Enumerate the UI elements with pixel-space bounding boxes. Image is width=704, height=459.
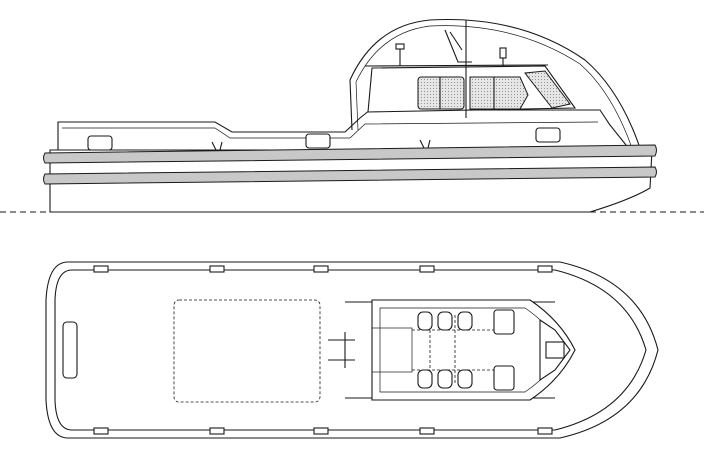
deck-hatch <box>173 299 321 403</box>
bollard-box <box>305 133 331 149</box>
helm <box>545 341 565 359</box>
cabin-window-2 <box>469 76 529 110</box>
radar-arch <box>349 18 641 149</box>
top-view <box>45 261 659 439</box>
windshield <box>524 70 571 109</box>
bulwark <box>57 109 631 151</box>
seats <box>417 309 515 391</box>
bollards <box>93 265 553 435</box>
side-view <box>0 18 704 213</box>
searchlight-icon <box>499 47 507 59</box>
cleats <box>211 139 431 151</box>
cabin-window-1 <box>417 76 465 110</box>
companionway <box>371 327 413 373</box>
upper-fender <box>43 144 657 164</box>
stern-seat <box>62 321 78 379</box>
bollard-box <box>535 127 561 143</box>
bollard-box <box>87 135 113 151</box>
lower-fender <box>43 166 657 185</box>
tow-post <box>328 332 355 368</box>
hull <box>49 149 653 213</box>
antenna <box>444 29 472 63</box>
